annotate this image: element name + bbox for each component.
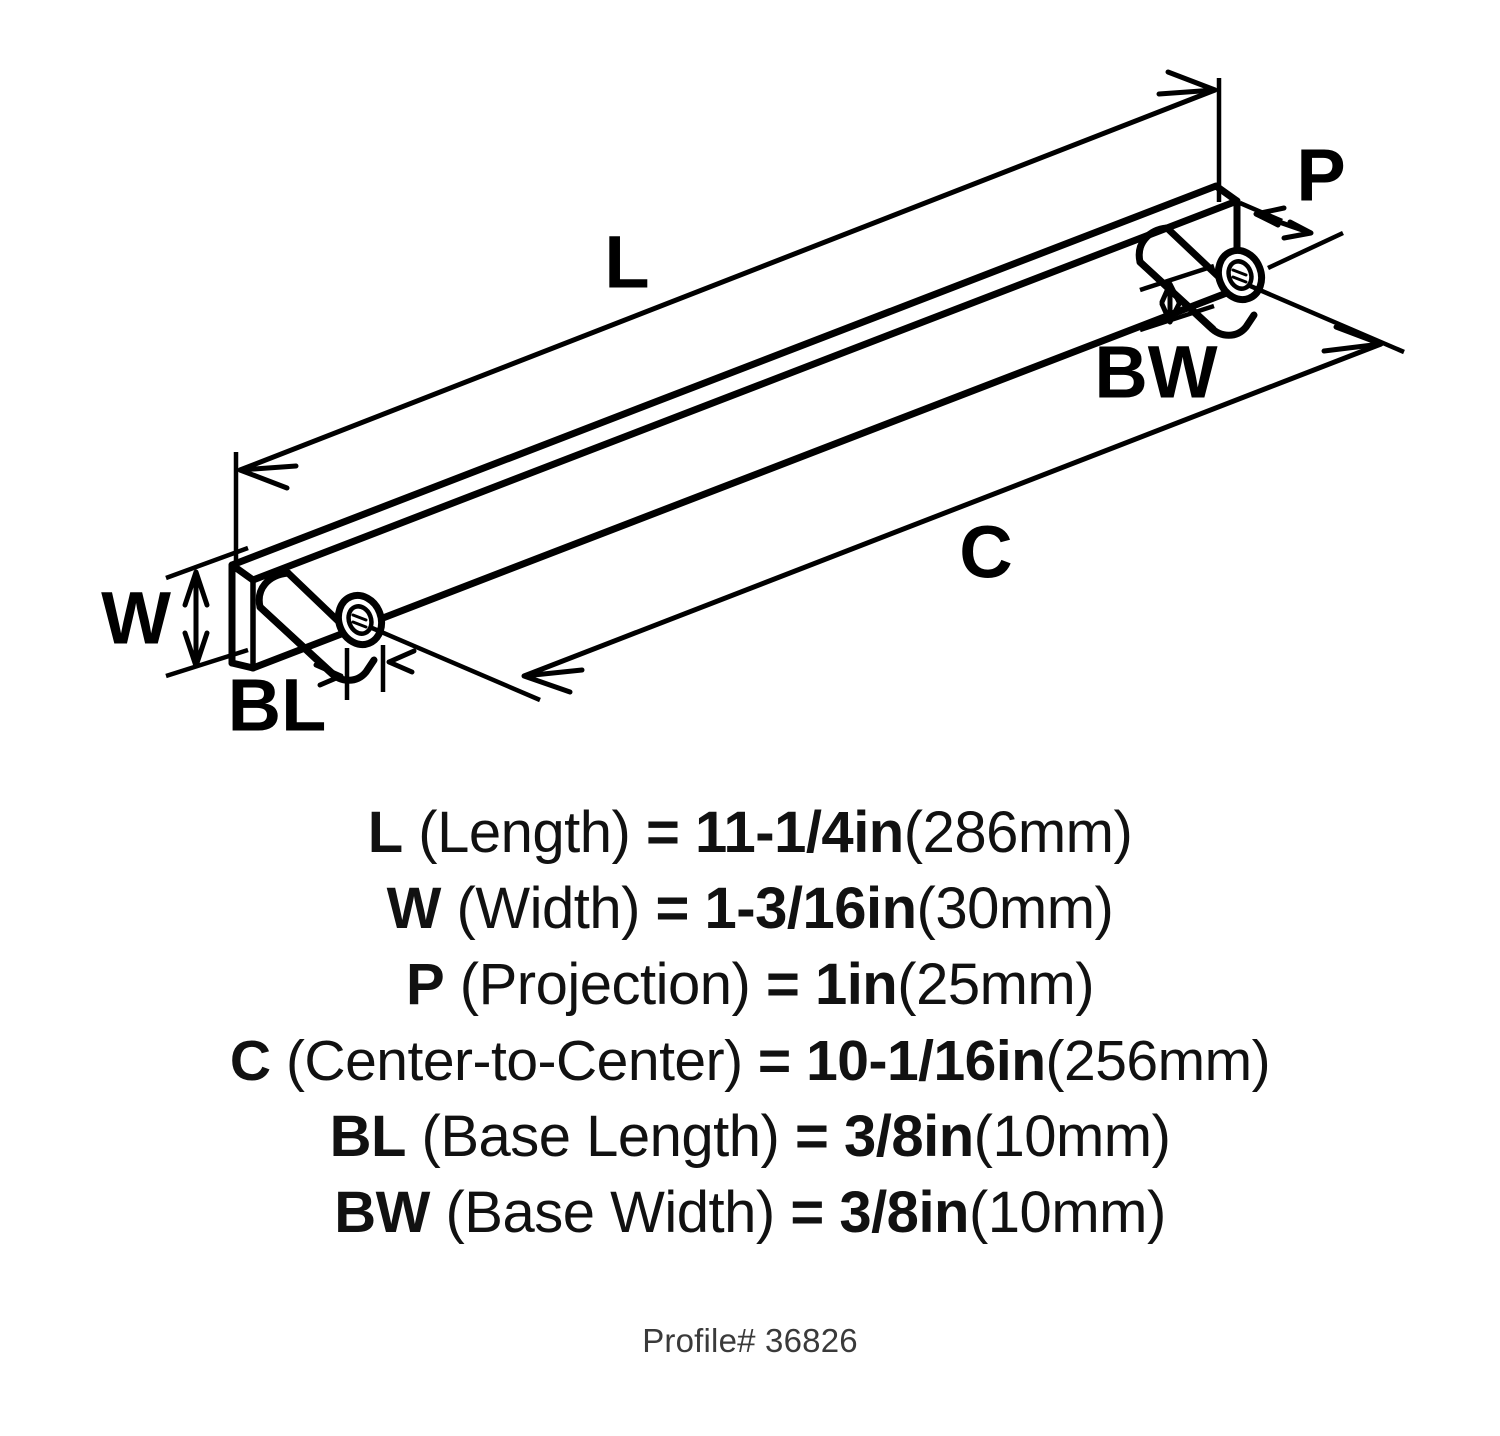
spec-value-mm: (25mm) bbox=[897, 952, 1095, 1017]
spec-value-inches: 3/8in bbox=[839, 1180, 969, 1245]
w-arrow-top bbox=[182, 569, 210, 608]
isometric-drawing: L bbox=[101, 69, 1405, 747]
dimension-length: L bbox=[233, 69, 1222, 572]
label-base-width: BW bbox=[1094, 331, 1217, 414]
spec-equals: = bbox=[757, 1029, 791, 1093]
rail-top-face bbox=[228, 182, 1241, 584]
spec-value-mm: (10mm) bbox=[968, 1180, 1166, 1245]
spec-symbol: BL bbox=[329, 1104, 407, 1169]
spec-value-mm: (286mm) bbox=[903, 800, 1133, 865]
spec-value-inches: 1-3/16in bbox=[704, 876, 918, 941]
dimension-center-to-center: C bbox=[371, 282, 1405, 703]
bw-arrow-top bbox=[1159, 281, 1182, 305]
spec-row-width: W (Width) = 1-3/16in(30mm) bbox=[0, 871, 1500, 947]
length-arrow-left bbox=[237, 463, 299, 491]
spec-value-inches: 3/8in bbox=[843, 1104, 974, 1169]
profile-number: Profile# 36826 bbox=[642, 1322, 858, 1359]
spec-row-base-length: BL (Base Length) = 3/8in(10mm) bbox=[0, 1099, 1500, 1175]
bl-arrow-right bbox=[386, 648, 417, 675]
towel-bar-isometric-svg: L bbox=[101, 69, 1405, 747]
label-base-length: BL bbox=[228, 664, 327, 747]
p-extension-right bbox=[1267, 230, 1344, 271]
spec-value-inches: 11-1/4in bbox=[694, 800, 904, 865]
bw-extension-top bbox=[1139, 263, 1215, 293]
spec-value-inches: 1in bbox=[814, 952, 898, 1017]
w-extension-top bbox=[165, 545, 249, 581]
spec-equals: = bbox=[655, 876, 690, 941]
dimension-base-length: BL bbox=[228, 645, 417, 747]
spec-name: (Width) bbox=[456, 876, 641, 941]
spec-value-mm: (30mm) bbox=[916, 876, 1114, 941]
spec-equals: = bbox=[645, 800, 680, 865]
dimension-base-width: BW bbox=[1094, 263, 1218, 414]
spec-row-base-width: BW (Base Width) = 3/8in(10mm) bbox=[0, 1175, 1500, 1251]
spec-value-mm: (10mm) bbox=[973, 1104, 1171, 1169]
spec-symbol: BW bbox=[334, 1180, 430, 1245]
post-left-bottom-edge bbox=[256, 603, 337, 678]
specification-list: L (Length) = 11-1/4in(286mm) W (Width) =… bbox=[0, 795, 1500, 1251]
label-center-to-center: C bbox=[959, 511, 1012, 594]
c-dimension-line bbox=[523, 341, 1382, 679]
spec-value-mm: (256mm) bbox=[1045, 1029, 1271, 1093]
spec-row-center-to-center: C (Center-to-Center) = 10-1/16in(256mm) bbox=[0, 1023, 1500, 1099]
spec-equals: = bbox=[794, 1104, 829, 1169]
p-arrow-right bbox=[1281, 219, 1314, 241]
dimension-width: W bbox=[101, 545, 249, 679]
spec-symbol: C bbox=[229, 1029, 271, 1093]
spec-name: (Base Width) bbox=[445, 1180, 775, 1245]
c-extension-left bbox=[371, 625, 541, 703]
spec-symbol: P bbox=[405, 952, 445, 1017]
post-right-screw-slot bbox=[1231, 268, 1248, 284]
spec-equals: = bbox=[790, 1180, 824, 1245]
spec-name: (Base Length) bbox=[421, 1104, 780, 1169]
length-arrow-right bbox=[1156, 69, 1218, 97]
post-left-screw-slot bbox=[351, 613, 368, 629]
spec-name: (Projection) bbox=[459, 952, 751, 1017]
rail-left-bottom-connector bbox=[228, 659, 257, 672]
spec-row-projection: P (Projection) = 1in(25mm) bbox=[0, 947, 1500, 1023]
spec-symbol: W bbox=[386, 876, 442, 941]
w-extension-bottom bbox=[165, 647, 249, 679]
spec-equals: = bbox=[765, 952, 800, 1017]
rail-front-bottom-edge bbox=[249, 285, 1241, 672]
label-projection: P bbox=[1296, 134, 1345, 217]
spec-name: (Length) bbox=[418, 800, 631, 865]
spec-value-inches: 10-1/16in bbox=[806, 1029, 1046, 1093]
c-arrow-left bbox=[521, 667, 585, 695]
c-extension-right bbox=[1247, 282, 1405, 355]
label-width: W bbox=[101, 577, 171, 660]
spec-symbol: L bbox=[367, 800, 403, 865]
spec-name: (Center-to-Center) bbox=[285, 1029, 743, 1093]
bw-extension-bottom bbox=[1139, 303, 1215, 333]
spec-row-length: L (Length) = 11-1/4in(286mm) bbox=[0, 795, 1500, 871]
dimension-projection: P bbox=[1239, 134, 1346, 271]
towel-bar-body bbox=[228, 182, 1241, 672]
length-dimension-line bbox=[239, 87, 1216, 473]
w-arrow-bottom bbox=[182, 630, 210, 669]
bl-arrow-left bbox=[313, 662, 344, 688]
p-arrow-left bbox=[1253, 205, 1287, 228]
label-length: L bbox=[604, 221, 649, 304]
